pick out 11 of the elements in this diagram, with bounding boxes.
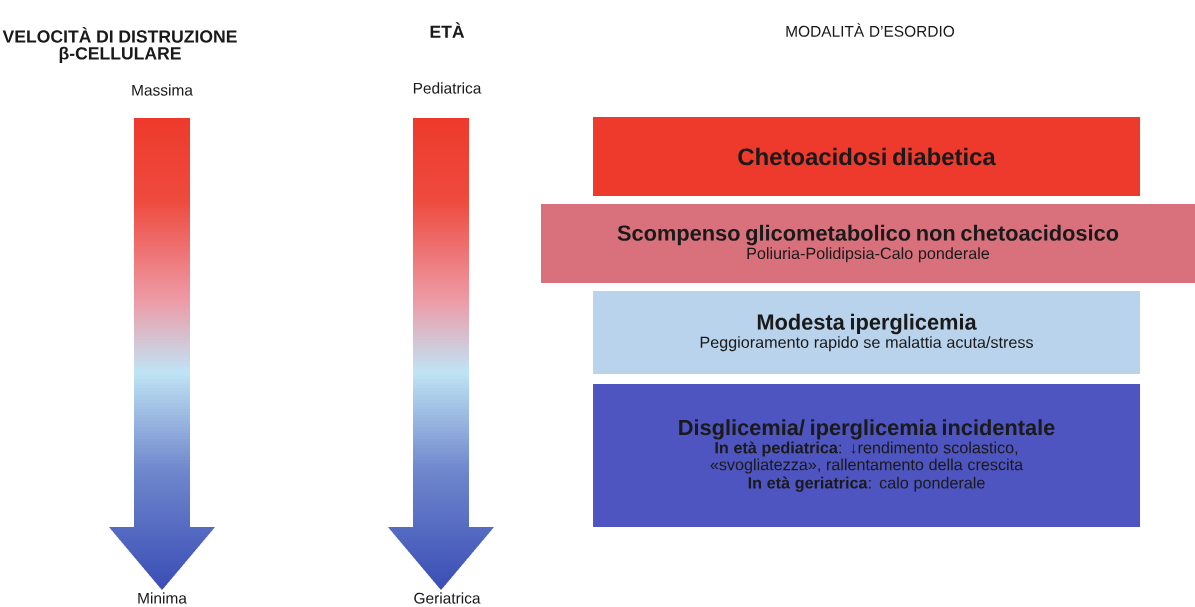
scale-label: Geriatrica (414, 592, 481, 604)
scale-label: Minima (138, 592, 187, 604)
scale-label: Pediatrica (413, 82, 482, 94)
text-box: Scompenso glicometabolico non chetoacidosico Poliuria-Polidipsia-Calo ponderale (541, 204, 1195, 284)
text-box: Chetoacidosi diabetica (593, 117, 1141, 197)
text-box: Disglicemia/ iperglicemia incidentale In età pediatrica: ↓rendimento scolastico, «svogliatezza», rallentamento della crescita In età geriatrica: calo ponderale (593, 384, 1141, 528)
column-heading: ETÀ (430, 22, 465, 38)
text-box: Modesta iperglicemia Peggioramento rapido se malattia acuta/stress (593, 291, 1141, 374)
scale-label: Massima (132, 84, 193, 96)
column-heading: MODALITÀ D’ESORDIO (786, 23, 955, 37)
column-heading: VELOCITÀ DI DISTRUZIONE β-CELLULARE (2, 26, 237, 64)
